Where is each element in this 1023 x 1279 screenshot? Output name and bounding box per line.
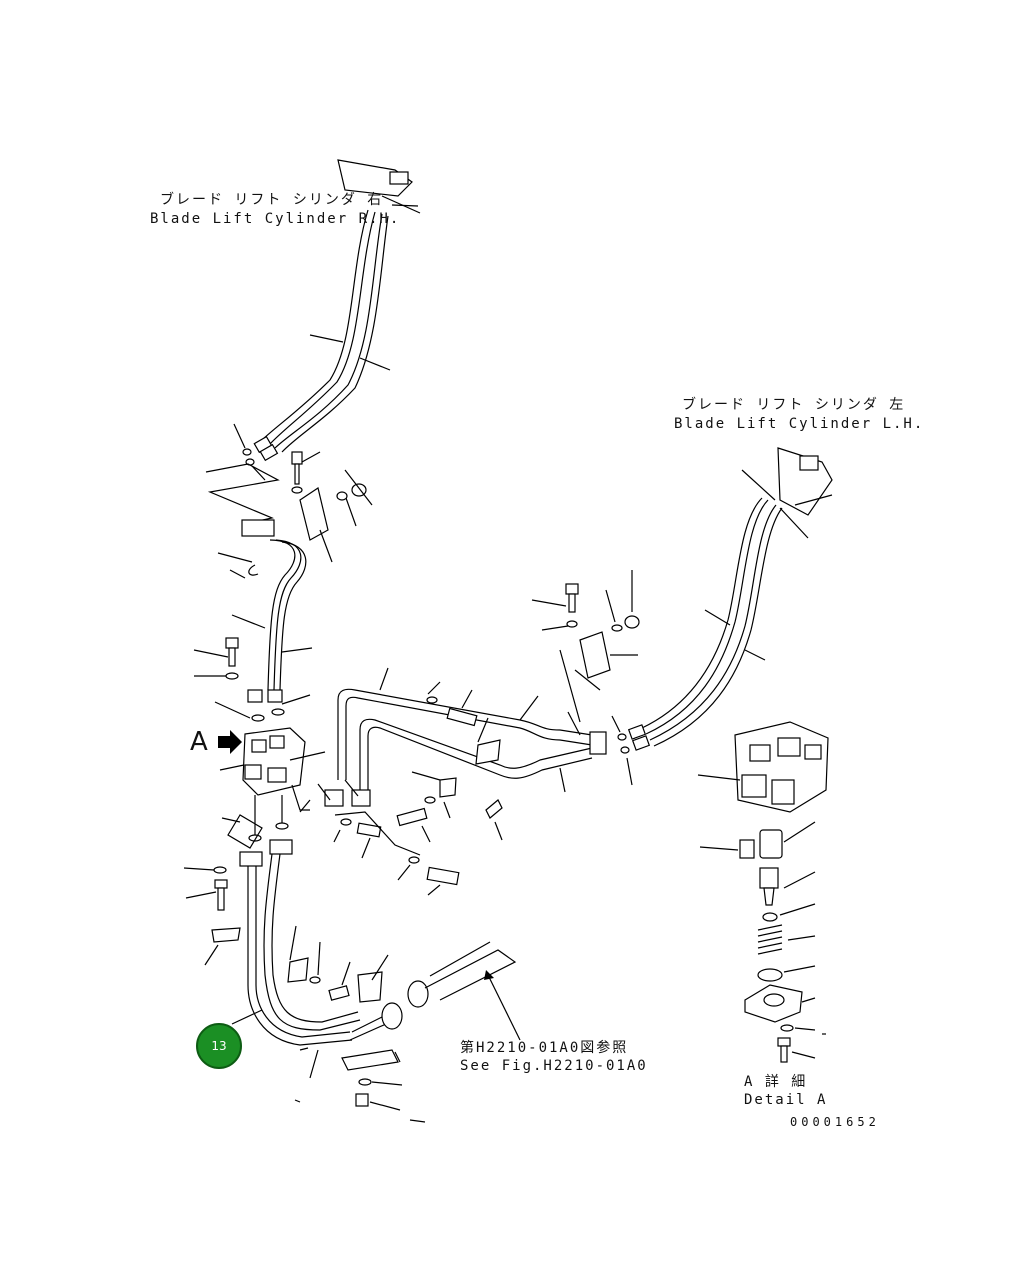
- lh-cylinder-label-en: Blade Lift Cylinder L.H.: [674, 416, 925, 432]
- lh-hoses: [627, 497, 783, 751]
- left-fasteners: [193, 637, 311, 722]
- central-pipes: [299, 667, 607, 896]
- rh-cylinder-end: [337, 159, 421, 214]
- rh-cylinder-label-jp: ブレード リフト シリンダ 右: [160, 192, 384, 208]
- see-fig-label-en: See Fig.H2210-01A0: [460, 1058, 648, 1074]
- lh-cylinder-end: [741, 447, 833, 539]
- connector-to-fig: [381, 941, 521, 1041]
- view-marker-a: A: [190, 727, 208, 757]
- detail-a-label-en: Detail A: [744, 1092, 828, 1108]
- rh-upper-fittings: [205, 423, 373, 691]
- lower-fasteners: [183, 866, 426, 1123]
- valve-block: [218, 727, 326, 849]
- detail-a-label-jp: A 詳 細: [744, 1074, 808, 1090]
- rh-cylinder-label-en: Blade Lift Cylinder R.H.: [150, 211, 401, 227]
- see-fig-label-jp: 第H2210-01A0図参照: [460, 1040, 629, 1056]
- lh-cylinder-label-jp: ブレード リフト シリンダ 左: [682, 397, 906, 413]
- lh-upper-fittings: [531, 570, 640, 786]
- figure-number: 00001652: [790, 1115, 880, 1129]
- detail-a: [697, 721, 829, 1063]
- part-callout-13[interactable]: 13: [196, 1023, 242, 1069]
- lower-hoses: [231, 839, 396, 1079]
- rh-hoses: [253, 209, 391, 462]
